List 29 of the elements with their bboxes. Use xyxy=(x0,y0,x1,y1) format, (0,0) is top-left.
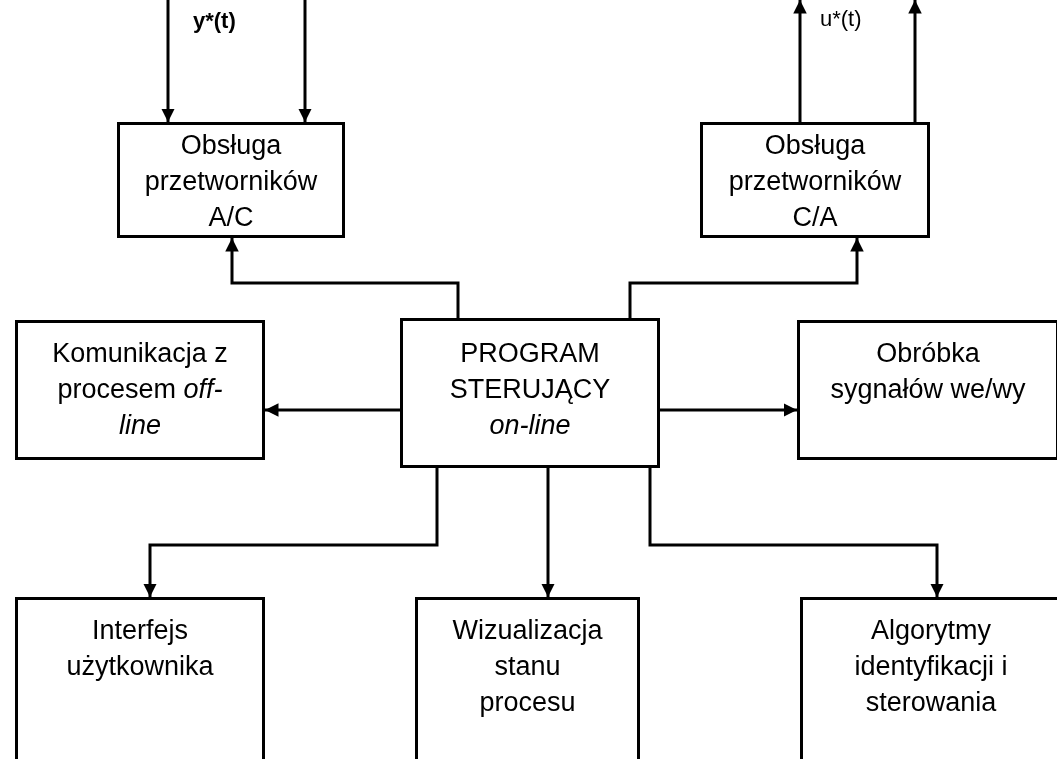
process-box xyxy=(15,597,265,759)
arrow xyxy=(908,0,922,122)
process-box xyxy=(415,597,640,759)
arrow xyxy=(793,0,807,122)
box-label: PROGRAM STERUJĄCY on-line xyxy=(448,337,612,442)
process-box xyxy=(15,320,265,460)
arrow xyxy=(225,238,460,318)
box-label: Wizualizacja stanu procesu xyxy=(451,614,604,719)
process-box xyxy=(797,320,1057,460)
program-box xyxy=(400,318,660,468)
arrow xyxy=(648,468,944,597)
arrow xyxy=(660,403,797,417)
arrow xyxy=(628,238,864,318)
arrow xyxy=(541,468,555,597)
signal-label: u*(t) xyxy=(820,6,862,32)
process-box xyxy=(117,122,345,238)
arrow xyxy=(143,468,439,597)
process-box xyxy=(800,597,1057,759)
signal-label: y*(t) xyxy=(193,8,236,34)
box-label: Obsługa przetworników C/A xyxy=(728,129,902,234)
arrow xyxy=(298,0,312,122)
box-label: Obróbka sygnałów we/wy xyxy=(829,337,1027,406)
arrow xyxy=(265,403,400,417)
box-label: Obsługa przetworników A/C xyxy=(144,129,318,234)
arrow xyxy=(161,0,175,122)
process-box xyxy=(700,122,930,238)
box-label: Interfejs użytkownika xyxy=(65,614,215,683)
box-label: Komunikacja z procesem off-line xyxy=(51,337,229,442)
box-label: Algorytmy identyfikacji i sterowania xyxy=(853,614,1009,719)
